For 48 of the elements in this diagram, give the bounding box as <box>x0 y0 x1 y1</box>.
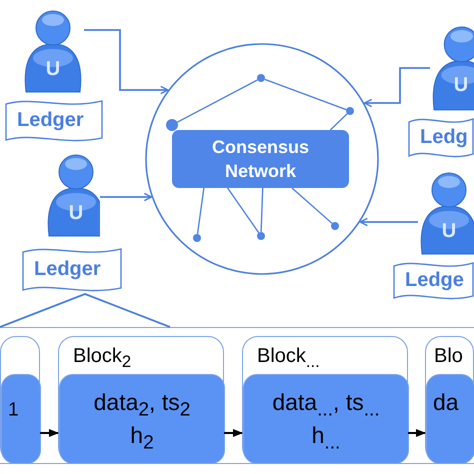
block-content <box>243 374 409 464</box>
network-link <box>330 113 348 130</box>
block-card <box>242 336 408 463</box>
block-title: Block$_{...}$ <box>257 345 320 372</box>
network-link <box>196 188 205 234</box>
block-content <box>426 374 474 464</box>
block-card <box>0 336 40 463</box>
user-letter: U <box>44 58 62 81</box>
block-content <box>1 374 41 464</box>
network-node-dot <box>166 119 178 131</box>
arrow <box>408 429 426 437</box>
hash-label: h$_{...}$ <box>310 422 342 455</box>
ledger-label: Ledger <box>34 258 101 281</box>
block-data: data$_{...}$, ts$_{...}$ <box>271 389 381 422</box>
block-data: 1 <box>8 398 19 422</box>
network-link <box>177 79 258 123</box>
arrow <box>84 29 169 94</box>
network-link <box>260 188 264 232</box>
network-node-dot <box>346 107 354 115</box>
network-link <box>292 188 332 224</box>
ledger-label: Ledge <box>405 269 464 292</box>
network-node-dot <box>193 234 201 242</box>
user-letter: U <box>452 74 470 97</box>
user-letter: U <box>68 202 84 225</box>
arrow <box>100 192 152 202</box>
block-title: Blo <box>434 345 463 368</box>
block-data: data$_{2}$, ts$_{2}$ <box>92 389 192 422</box>
block-card <box>425 336 474 463</box>
chain-panel <box>0 327 474 464</box>
ledger-label: Ledg <box>420 126 468 149</box>
user-letter: U <box>440 220 458 243</box>
block-card <box>58 336 224 463</box>
network-box: Consensus Network <box>172 130 349 188</box>
network-link <box>227 188 260 234</box>
callout-line <box>0 293 170 328</box>
block-data: da <box>433 389 459 416</box>
network-node-dot <box>331 222 339 230</box>
network-link <box>264 78 346 110</box>
arrow <box>359 218 418 226</box>
network-node-dot <box>257 74 265 82</box>
arrow <box>364 67 430 108</box>
network-node-dot <box>257 232 265 240</box>
arrow <box>40 429 59 437</box>
ledger-label: Ledger <box>17 109 84 132</box>
block-title: Block$_{2}$ <box>73 345 132 372</box>
block-content <box>59 374 225 464</box>
hash-label: h$_{2}$ <box>129 422 155 455</box>
arrow <box>224 429 243 437</box>
